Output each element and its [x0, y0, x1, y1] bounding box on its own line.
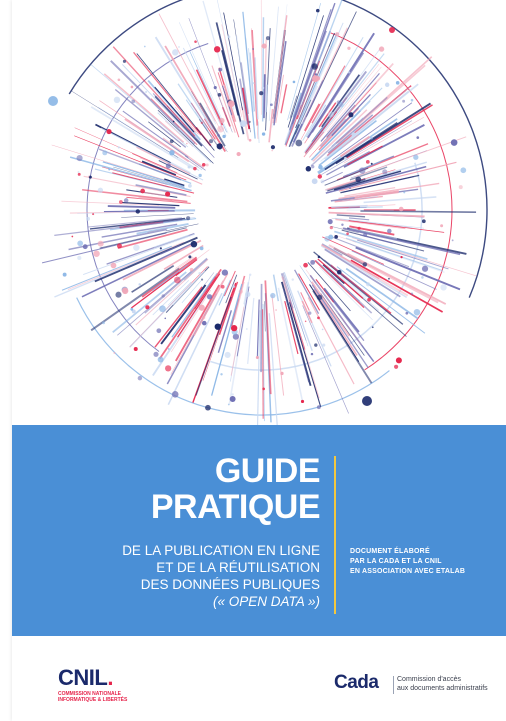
cover-page: GUIDE PRATIQUE DE LA PUBLICATION EN LIGN… [12, 0, 506, 721]
cada-sub-line-1: Commission d'accès [397, 676, 461, 683]
subtitle-line-3: DES DONNÉES PUBLIQUES [140, 577, 320, 592]
subtitle: DE LA PUBLICATION EN LIGNE ET DE LA RÉUT… [90, 542, 320, 610]
cnil-logo-word: CNIL [58, 665, 108, 690]
title-band: GUIDE PRATIQUE DE LA PUBLICATION EN LIGN… [12, 425, 506, 636]
radial-art-svg [41, 0, 488, 425]
cnil-sub-line-2: INFORMATIQUE & LIBERTÉS [58, 697, 128, 703]
authorship-line-1: DOCUMENT ÉLABORÉ [350, 548, 430, 555]
cada-logo-word: Cada [334, 672, 379, 693]
cnil-sub-line-1: COMMISSION NATIONALE [58, 691, 121, 697]
title-line-pratique: PRATIQUE [150, 488, 321, 526]
accent-divider [334, 456, 336, 614]
subtitle-line-2: ET DE LA RÉUTILISATION [156, 560, 320, 575]
cada-logo-subtitle: Commission d'accès aux documents adminis… [397, 675, 488, 693]
subtitle-line-4: (« OPEN DATA ») [212, 594, 320, 609]
cada-logo: Cada Commission d'accès aux documents ad… [334, 672, 506, 702]
title-line-guide: GUIDE [214, 452, 321, 490]
cada-sub-line-2: aux documents administratifs [397, 685, 488, 692]
cnil-logo: CNIL. COMMISSION NATIONALE INFORMATIQUE … [58, 665, 178, 704]
cnil-logo-subtitle: COMMISSION NATIONALE INFORMATIQUE & LIBE… [58, 691, 178, 703]
cnil-logo-dot: . [107, 665, 113, 690]
subtitle-line-1: DE LA PUBLICATION EN LIGNE [122, 543, 320, 558]
authorship-line-3: EN ASSOCIATION AVEC ETALAB [350, 568, 466, 575]
authorship-line-2: PAR LA CADA ET LA CNIL [350, 558, 442, 565]
authorship-note: DOCUMENT ÉLABORÉ PAR LA CADA ET LA CNIL … [350, 547, 500, 577]
cada-logo-separator [393, 676, 394, 694]
radial-data-visualization [12, 0, 506, 425]
